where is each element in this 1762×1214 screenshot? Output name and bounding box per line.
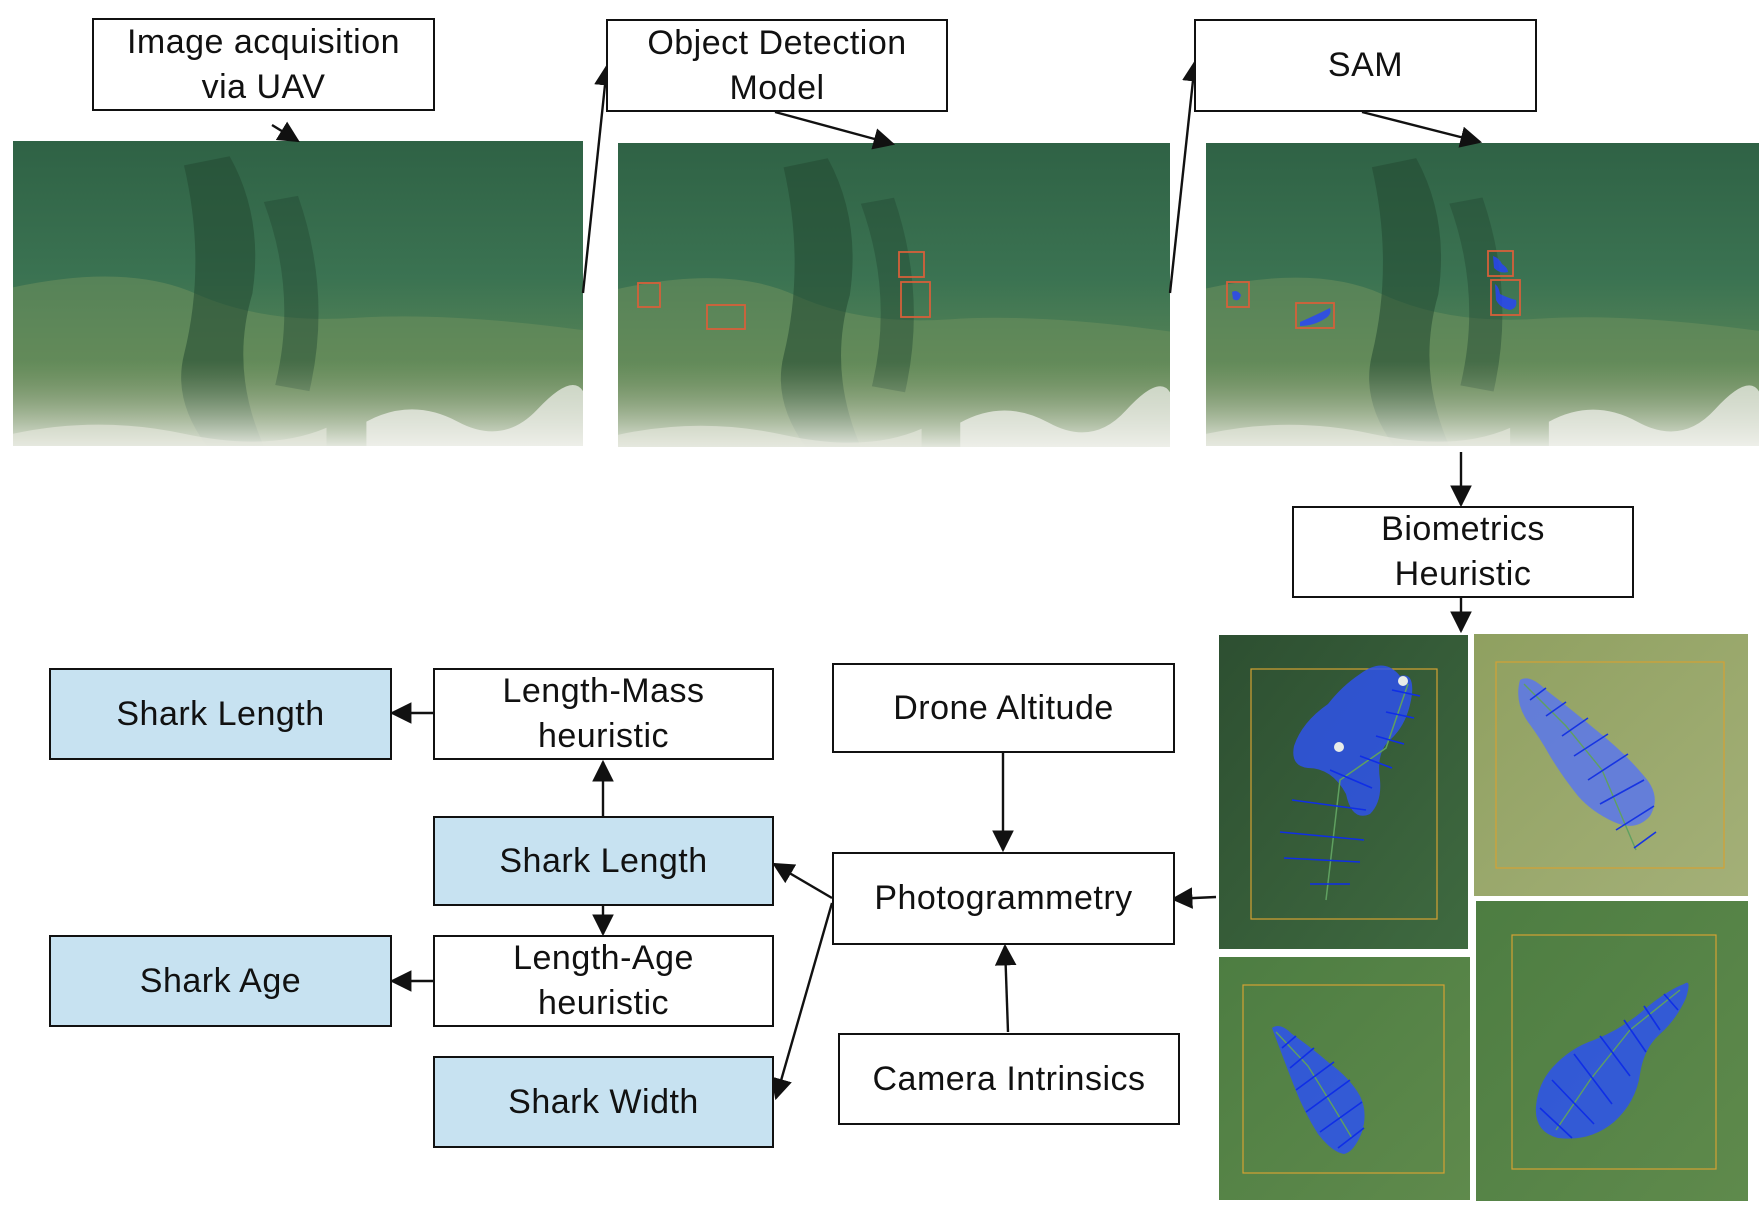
crop-shark-1 <box>1219 635 1468 949</box>
shark-length-label: Shark Length <box>499 841 708 880</box>
photo-sam-masks <box>1206 143 1759 446</box>
camera-intrinsics-box: Camera Intrinsics <box>838 1033 1180 1125</box>
shark-width-box: Shark Width <box>433 1056 774 1148</box>
detection-box <box>900 281 931 318</box>
crop-shark-4 <box>1476 901 1748 1201</box>
shark-age-output-label: Shark Age <box>139 961 302 1000</box>
crop-shark-2 <box>1474 634 1748 896</box>
detection-box <box>637 282 661 308</box>
camera-intrinsics-label: Camera Intrinsics <box>872 1059 1146 1098</box>
photogrammetry-box: Photogrammetry <box>832 852 1175 945</box>
shark-length-box: Shark Length <box>433 816 774 906</box>
crop-shark-3 <box>1219 957 1470 1200</box>
detection-box <box>898 251 925 278</box>
sam-box: SAM <box>1194 19 1537 112</box>
image-acquisition-label: Image acquisition via UAV <box>126 22 401 106</box>
object-detection-label: Object Detection Model <box>647 23 907 107</box>
image-acquisition-box: Image acquisition via UAV <box>92 18 435 111</box>
arrow-photogrammetry-to-width <box>770 902 834 1101</box>
photo-detections <box>618 143 1170 447</box>
sam-label: SAM <box>1327 46 1404 84</box>
biometrics-heuristic-label: Biometrics Heuristic <box>1381 510 1545 593</box>
detection-box <box>706 304 746 330</box>
drone-altitude-label: Drone Altitude <box>893 688 1114 727</box>
arrow-photogrammetry-to-length <box>772 862 833 900</box>
length-age-heuristic-box: Length-Age heuristic <box>433 935 774 1027</box>
arrow-sam-to-photo <box>1361 110 1483 148</box>
arrow-photo-to-detection <box>581 63 616 294</box>
photogrammetry-label: Photogrammetry <box>874 879 1133 917</box>
drone-altitude-box: Drone Altitude <box>832 663 1175 753</box>
arrow-photo-to-sam <box>1168 59 1204 294</box>
object-detection-box: Object Detection Model <box>606 19 948 112</box>
length-mass-heuristic-box: Length-Mass heuristic <box>433 668 774 760</box>
shark-length-output-label: Shark Length <box>116 694 325 733</box>
arrow-acquisition-to-photo <box>271 121 300 143</box>
arrow-intrinsics-to-photogrammetry <box>994 943 1017 1033</box>
photo-uav-image <box>13 141 583 446</box>
shark-age-output-box: Shark Age <box>49 935 392 1027</box>
shark-length-output-box: Shark Length <box>49 668 392 760</box>
connectors <box>271 59 1483 1101</box>
biometrics-heuristic-box: Biometrics Heuristic <box>1292 506 1634 598</box>
shark-width-label: Shark Width <box>508 1082 699 1121</box>
arrow-detection-to-photo <box>774 110 896 150</box>
arrow-crops-to-photogrammetry <box>1170 887 1217 909</box>
length-mass-heuristic-label: Length-Mass heuristic <box>502 672 705 755</box>
length-age-heuristic-label: Length-Age heuristic <box>513 939 694 1022</box>
